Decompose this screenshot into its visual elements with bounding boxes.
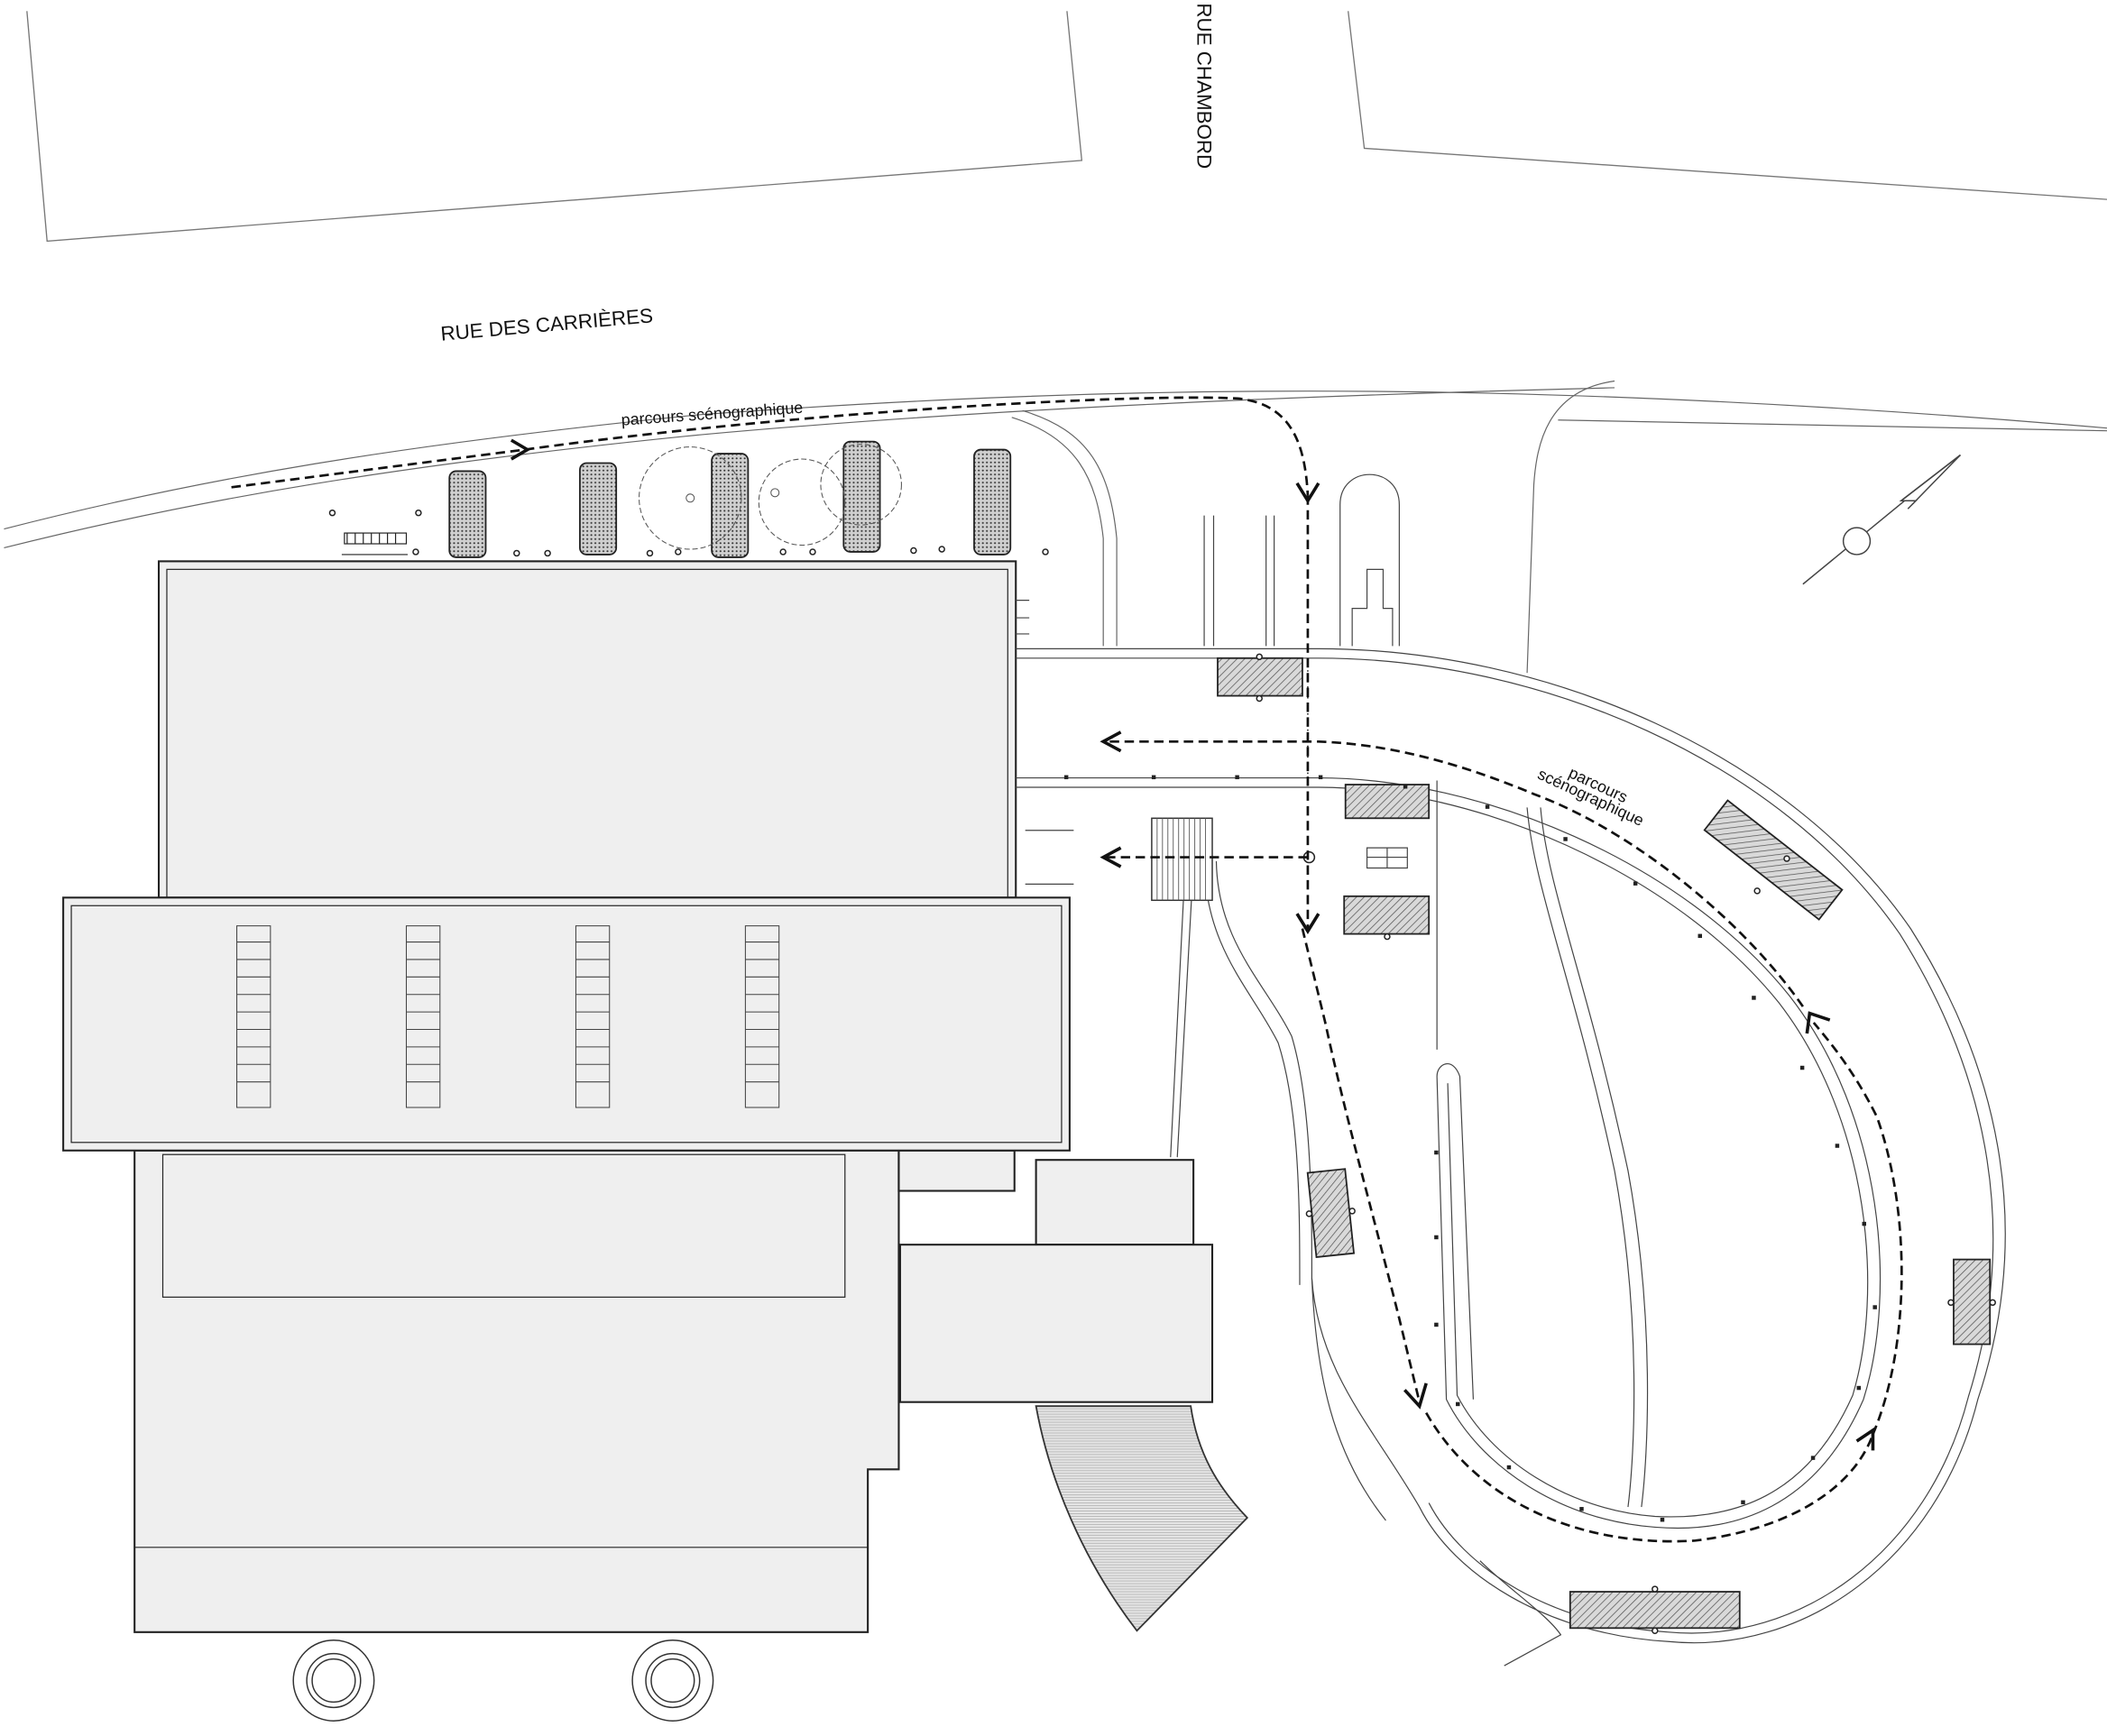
steps <box>1151 817 1213 902</box>
pavilion-posts <box>1256 653 1996 1635</box>
main-building <box>62 560 1214 1633</box>
trees <box>639 444 902 550</box>
street-label-rue-chambord: RUE CHAMBORD <box>1193 3 1216 169</box>
city-blocks <box>26 11 2107 243</box>
street-label-rue-des-carrieres: RUE DES CARRIÈRES <box>440 304 654 344</box>
route-label-top: parcours scénographique <box>621 399 804 429</box>
skylights <box>236 925 780 1108</box>
route-arrow-icon <box>510 438 1875 1451</box>
street-edges <box>4 380 2107 674</box>
block-north-east <box>1348 11 2107 200</box>
pavilions <box>1217 657 1992 1630</box>
block-north-west <box>26 11 1083 243</box>
north-arrow-icon <box>1899 454 1961 510</box>
north-arrow <box>1802 454 1961 585</box>
bollards <box>328 509 1049 557</box>
planters <box>448 440 1012 558</box>
bench <box>341 532 408 556</box>
scenographic-route <box>231 396 1903 1543</box>
curved-wing <box>1035 1405 1249 1632</box>
lamp-posts <box>1063 775 1877 1522</box>
tanks <box>292 1639 714 1722</box>
